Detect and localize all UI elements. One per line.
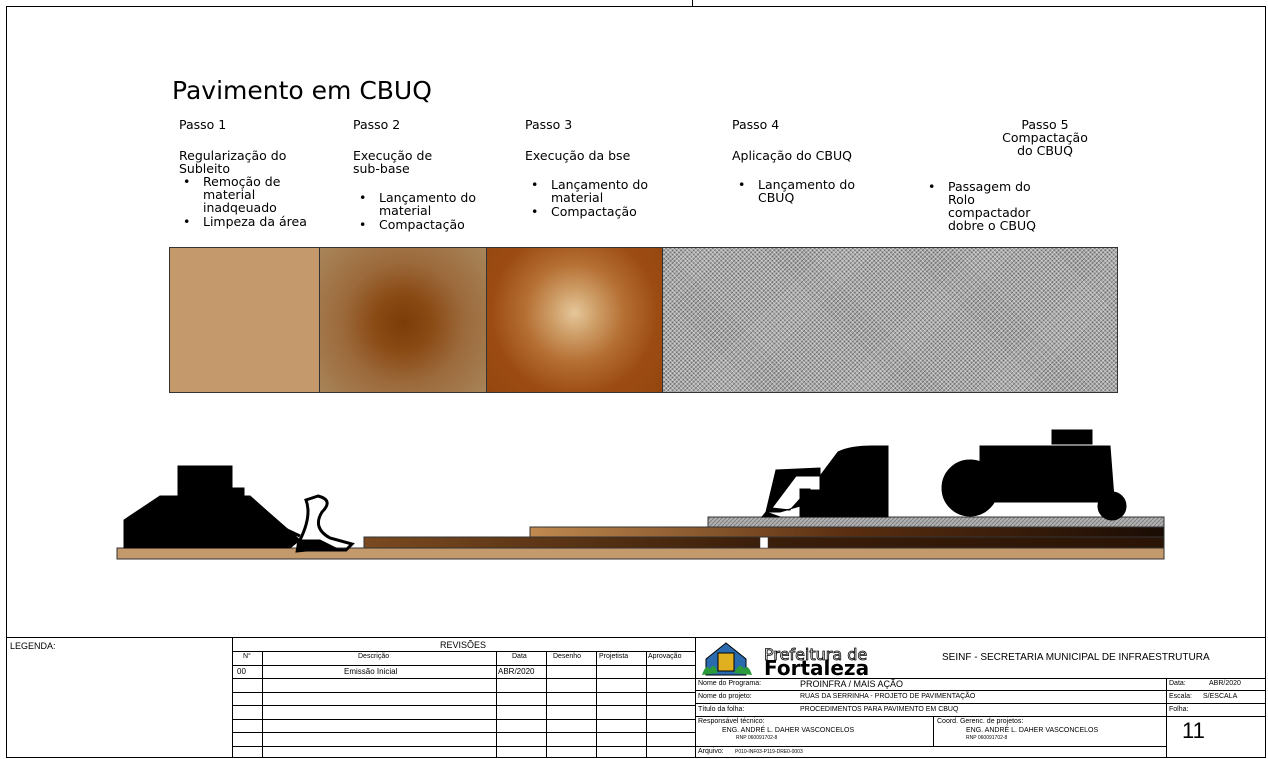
rev-header-date: Data	[512, 653, 527, 660]
step-3-bullet-2: Compactação	[531, 205, 685, 218]
programa-label: Nome do Programa:	[698, 680, 762, 687]
step-3: Passo 3 Execução da bse Lançamento do ma…	[525, 118, 685, 218]
folha-title-label: Título da folha:	[698, 706, 745, 713]
rev-header-draw: Desenho	[553, 653, 582, 660]
step-5: Passo 5 Compactação do CBUQ	[995, 118, 1095, 157]
projeto-label: Nome do projeto:	[698, 693, 752, 700]
legend-label: LEGENDA:	[10, 641, 56, 651]
resp-rnp: RNP 060091702-8	[736, 735, 778, 741]
step-1-bullet-2: Limpeza da área	[183, 215, 329, 228]
step-1-bullet-1: Remoção de material inadqeuado	[183, 175, 313, 214]
step-2-bullet-1: Lançamento do material	[359, 191, 497, 217]
drawing-frame	[6, 6, 1266, 758]
step-4: Passo 4 Aplicação do CBUQ Lançamento do …	[732, 118, 892, 204]
rev-header-n: N°	[243, 653, 251, 660]
subleito-swatch	[169, 247, 320, 393]
step-2-bullet-2: Compactação	[359, 218, 503, 231]
secretaria-name: SEINF - SECRETARIA MUNICIPAL DE INFRAEST…	[942, 652, 1210, 663]
fortaleza-logo-icon	[702, 642, 752, 676]
rev-row-n: 00	[237, 667, 246, 676]
escala-label: Escala:	[1169, 693, 1192, 700]
resp-name: ENG. ANDRÉ L. DAHER VASCONCELOS	[722, 727, 855, 734]
rev-header-approval: Aprovação	[648, 653, 682, 660]
step-5-label: Passo 5	[1021, 117, 1069, 132]
coord-rnp: RNP 060091702-8	[966, 735, 1008, 741]
ground-base	[529, 526, 1165, 538]
step-3-bullet-1: Lançamento do material	[531, 178, 669, 204]
step-2-desc: Execução de sub-base	[353, 148, 433, 176]
step-1-label: Passo 1	[179, 117, 227, 132]
rev-header-designer: Projetista	[599, 653, 629, 660]
step-2-label: Passo 2	[353, 117, 401, 132]
data-label: Data:	[1169, 680, 1186, 687]
coord-name: ENG. ANDRÉ L. DAHER VASCONCELOS	[966, 727, 1099, 734]
arquivo-label: Arquivo:	[698, 748, 724, 755]
escala-value: S/ESCALA	[1203, 693, 1238, 700]
cbuq-swatch	[662, 247, 1118, 393]
sheet-number: 11	[1182, 718, 1205, 743]
frame-tick	[692, 0, 693, 7]
step-1: Passo 1 Regularização do Subleito Remoçã…	[179, 118, 329, 228]
step-4-bullet-1: Lançamento do CBUQ	[738, 178, 868, 204]
rev-header-desc: Descrição	[358, 653, 390, 660]
step-4-desc: Aplicação do CBUQ	[732, 148, 852, 163]
sub-base-swatch	[319, 247, 487, 393]
bulldozer-icon	[123, 465, 355, 553]
step-2: Passo 2 Execução de sub-base Lançamento …	[353, 118, 503, 231]
arquivo-value: P010-INF03-P119-DRE0-0003	[735, 749, 803, 755]
step-3-desc: Execução da bse	[525, 148, 631, 163]
folha-label: Folha:	[1169, 706, 1189, 713]
page-title: Pavimento em CBUQ	[172, 76, 432, 105]
base-swatch	[486, 247, 663, 393]
programa-value: PROINFRA / MAIS AÇÃO	[800, 679, 904, 689]
paver-icon	[760, 445, 889, 518]
step-1-desc: Regularização do Subleito	[179, 148, 287, 176]
ground-cbuq	[707, 516, 1165, 528]
coord-label: Coord. Gerenc. de projetos:	[937, 718, 1024, 725]
projeto-value: RUAS DA SERRINHA - PROJETO DE PAVIMENTAÇ…	[800, 693, 976, 700]
rev-row-date: ABR/2020	[498, 667, 535, 676]
step-4-label: Passo 4	[732, 117, 780, 132]
step-5-bullet-1: Passagem do Rolo compactador dobre o CBU…	[928, 180, 1058, 232]
logo-text-prefeitura: Prefeitura de	[764, 645, 868, 665]
step-5-desc: Compactação do CBUQ	[1002, 130, 1088, 158]
rev-row-desc: Emissão Inicial	[344, 667, 398, 676]
roller-icon	[941, 429, 1127, 521]
tb-top-border	[6, 637, 1266, 638]
step-3-label: Passo 3	[525, 117, 573, 132]
revisions-title: REVISÕES	[440, 640, 487, 650]
data-value: ABR/2020	[1209, 680, 1241, 687]
ground-subleito	[116, 547, 1165, 560]
folha-title-value: PROCEDIMENTOS PARA PAVIMENTO EM CBUQ	[800, 706, 959, 713]
resp-label: Responsável técnico:	[698, 718, 765, 725]
logo-text-fortaleza: Fortaleza	[764, 656, 870, 680]
step-5-bullets: Passagem do Rolo compactador dobre o CBU…	[922, 180, 1072, 232]
construction-illustration	[116, 429, 1165, 560]
